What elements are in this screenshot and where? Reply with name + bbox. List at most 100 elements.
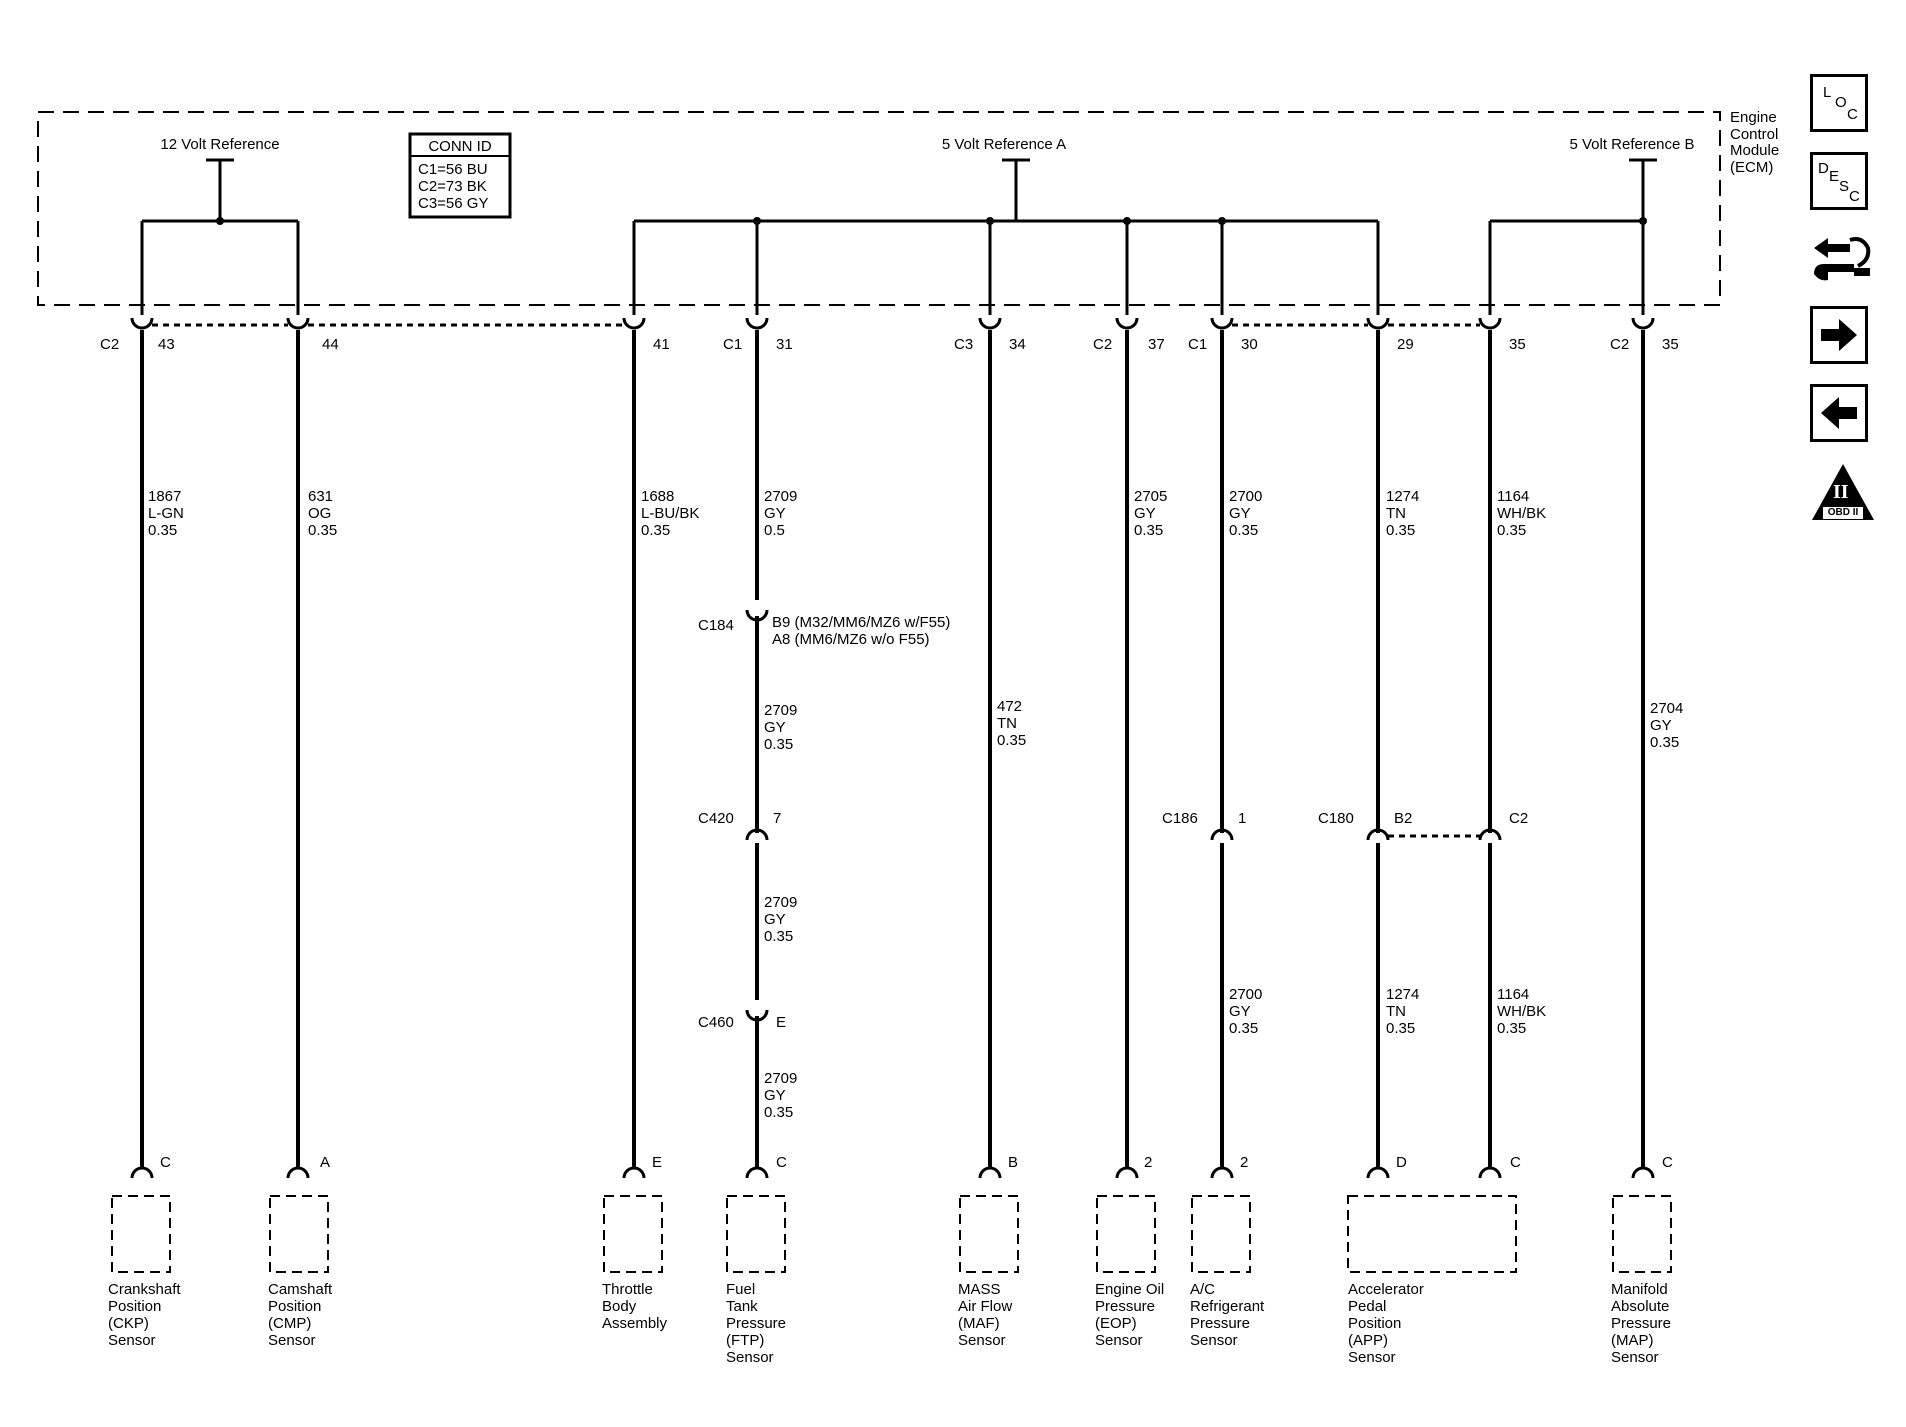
c186-label: C186 — [1162, 810, 1198, 827]
c460-label: C460 — [698, 1014, 734, 1031]
obd2-mark: II — [1833, 481, 1849, 503]
svg-text:0.35: 0.35 — [997, 732, 1026, 749]
svg-text:Air Flow: Air Flow — [958, 1298, 1012, 1315]
svg-text:GY: GY — [1134, 505, 1156, 522]
svg-text:GY: GY — [764, 719, 786, 736]
svg-text:Body: Body — [602, 1298, 637, 1315]
svg-text:Sensor: Sensor — [108, 1332, 156, 1349]
svg-text:0.35: 0.35 — [764, 1104, 793, 1121]
svg-text:Manifold: Manifold — [1611, 1281, 1668, 1298]
svg-text:C3: C3 — [954, 336, 973, 353]
svg-text:TN: TN — [997, 715, 1017, 732]
svg-text:Sensor: Sensor — [958, 1332, 1006, 1349]
c180-label: C180 — [1318, 810, 1354, 827]
svg-text:472: 472 — [997, 698, 1022, 715]
conn-id-line: C3=56 GY — [418, 195, 488, 212]
svg-text:Sensor: Sensor — [1348, 1349, 1396, 1366]
svg-text:WH/BK: WH/BK — [1497, 1003, 1546, 1020]
svg-text:GY: GY — [1229, 505, 1251, 522]
svg-text:B: B — [1008, 1154, 1018, 1171]
svg-text:37: 37 — [1148, 336, 1165, 353]
svg-text:GY: GY — [1229, 1003, 1251, 1020]
svg-text:Camshaft: Camshaft — [268, 1281, 333, 1298]
svg-text:Accelerator: Accelerator — [1348, 1281, 1424, 1298]
svg-text:34: 34 — [1009, 336, 1026, 353]
svg-text:0.35: 0.35 — [1650, 734, 1679, 751]
svg-text:1274: 1274 — [1386, 488, 1419, 505]
svg-text:2709: 2709 — [764, 488, 797, 505]
svg-text:(MAP): (MAP) — [1611, 1332, 1654, 1349]
bus-5v-a — [634, 158, 1378, 223]
svg-text:E: E — [652, 1154, 662, 1171]
ref-5va-label: 5 Volt Reference A — [942, 136, 1066, 153]
svg-text:C: C — [776, 1154, 787, 1171]
svg-text:Absolute: Absolute — [1611, 1298, 1669, 1315]
svg-text:2709: 2709 — [764, 1070, 797, 1087]
svg-text:0.35: 0.35 — [148, 522, 177, 539]
obd2-icon[interactable]: II OBD II — [1810, 462, 1874, 522]
svg-text:2700: 2700 — [1229, 488, 1262, 505]
svg-text:TN: TN — [1386, 1003, 1406, 1020]
svg-text:Pressure: Pressure — [1095, 1298, 1155, 1315]
splice-dots — [216, 217, 1647, 225]
svg-text:631: 631 — [308, 488, 333, 505]
svg-text:Assembly: Assembly — [602, 1315, 668, 1332]
svg-text:0.35: 0.35 — [1497, 1020, 1526, 1037]
sensor-boxes — [111, 1195, 1672, 1273]
sensor-pin-symbols — [130, 1166, 1655, 1179]
svg-text:Throttle: Throttle — [602, 1281, 653, 1298]
svg-text:Pedal: Pedal — [1348, 1298, 1386, 1315]
connector-group-dashes — [152, 323, 1480, 838]
svg-text:D: D — [1396, 1154, 1407, 1171]
next-arrow-icon[interactable] — [1810, 306, 1868, 364]
svg-text:Position: Position — [1348, 1315, 1401, 1332]
bus-12v — [142, 158, 298, 223]
svg-text:C2: C2 — [1509, 810, 1528, 827]
svg-text:Engine: Engine — [1730, 109, 1777, 126]
desc-icon[interactable]: D E S C — [1810, 152, 1868, 210]
side-toolbar: L O C D E S C II OBD II — [1810, 74, 1876, 538]
svg-text:Sensor: Sensor — [1190, 1332, 1238, 1349]
ecm-boundary — [37, 111, 1721, 306]
svg-text:E: E — [776, 1014, 786, 1031]
svg-text:A: A — [320, 1154, 330, 1171]
svg-text:0.35: 0.35 — [1229, 1020, 1258, 1037]
svg-text:2: 2 — [1144, 1154, 1152, 1171]
conn-id-line: C1=56 BU — [418, 161, 488, 178]
svg-text:B2: B2 — [1394, 810, 1412, 827]
svg-text:0.35: 0.35 — [1229, 522, 1258, 539]
schematic-icon[interactable] — [1810, 230, 1874, 290]
prev-arrow-icon[interactable] — [1810, 384, 1868, 442]
svg-text:GY: GY — [764, 911, 786, 928]
svg-text:0.35: 0.35 — [1386, 522, 1415, 539]
obd2-label: OBD II — [1827, 507, 1859, 518]
svg-text:C1: C1 — [723, 336, 742, 353]
svg-text:1274: 1274 — [1386, 986, 1419, 1003]
svg-text:(CMP): (CMP) — [268, 1315, 311, 1332]
ref-12v-label: 12 Volt Reference — [160, 136, 279, 153]
inline-connector-labels: C184 B9 (M32/MM6/MZ6 w/F55) A8 (MM6/MZ6 … — [698, 614, 1528, 1031]
conn-id-box: CONN ID C1=56 BU C2=73 BK C3=56 GY — [408, 132, 512, 219]
svg-text:0.35: 0.35 — [764, 928, 793, 945]
svg-text:2709: 2709 — [764, 894, 797, 911]
svg-text:43: 43 — [158, 336, 175, 353]
svg-text:C: C — [1662, 1154, 1673, 1171]
internal-wires — [140, 221, 1645, 315]
svg-text:0.35: 0.35 — [1134, 522, 1163, 539]
svg-text:TN: TN — [1386, 505, 1406, 522]
svg-text:WH/BK: WH/BK — [1497, 505, 1546, 522]
loc-icon[interactable]: L O C — [1810, 74, 1868, 132]
svg-text:30: 30 — [1241, 336, 1258, 353]
svg-text:(FTP): (FTP) — [726, 1332, 764, 1349]
svg-text:Sensor: Sensor — [268, 1332, 316, 1349]
svg-text:Engine Oil: Engine Oil — [1095, 1281, 1164, 1298]
bus-5v-b — [1490, 158, 1657, 223]
